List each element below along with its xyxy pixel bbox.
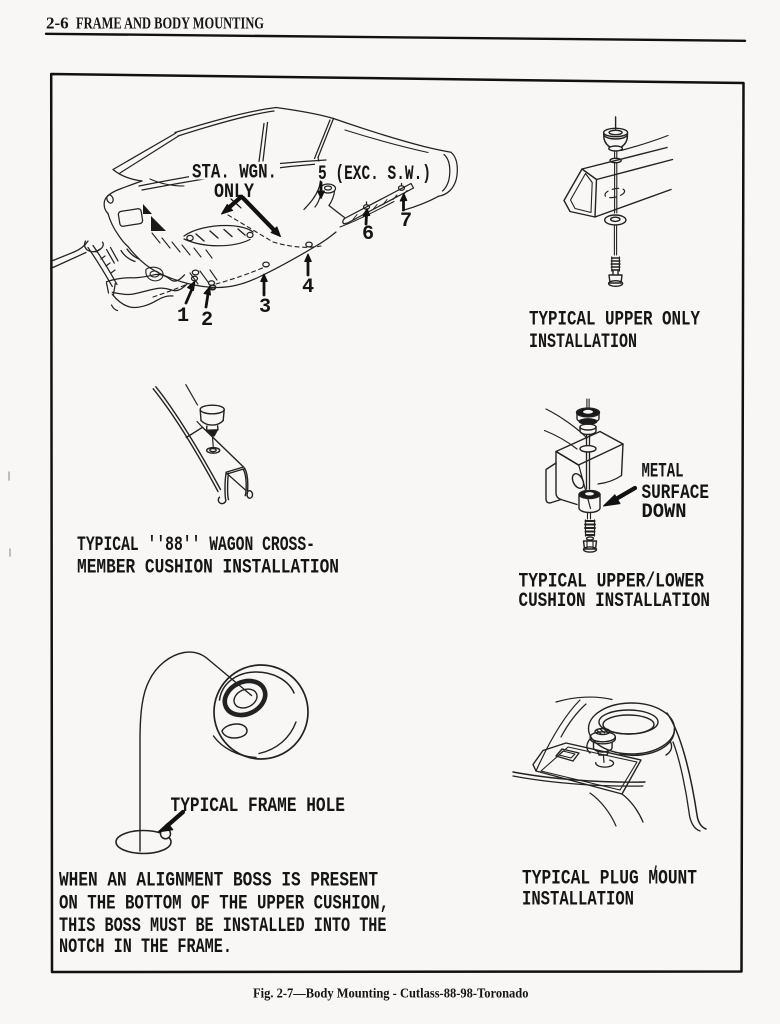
svg-text:SURFACE: SURFACE [642,482,710,505]
svg-text:ON THE BOTTOM OF THE UPPER CUS: ON THE BOTTOM OF THE UPPER CUSHION, [59,893,389,916]
svg-text:2: 2 [201,309,213,332]
svg-text:DOWN: DOWN [642,501,687,524]
svg-text:NOTCH IN THE FRAME.: NOTCH IN THE FRAME. [59,936,232,959]
svg-text:5 (EXC. S.W.): 5 (EXC. S.W.) [318,163,431,186]
svg-text:2-6: 2-6 [46,14,69,33]
svg-text:6: 6 [362,223,374,246]
svg-text:FRAME AND BODY MOUNTING: FRAME AND BODY MOUNTING [76,14,264,33]
svg-text:METAL: METAL [642,461,684,484]
svg-text:INSTALLATION: INSTALLATION [529,331,637,354]
svg-text:1: 1 [177,305,189,328]
svg-text:Fig. 2-7—Body Mounting - Cutla: Fig. 2-7—Body Mounting - Cutlass-88-98-T… [253,986,529,1001]
svg-text:TYPICAL UPPER/LOWER: TYPICAL UPPER/LOWER [519,571,705,594]
svg-text:TYPICAL FRAME HOLE: TYPICAL FRAME HOLE [171,795,346,818]
svg-text:3: 3 [259,296,271,319]
svg-text:TYPICAL UPPER ONLY: TYPICAL UPPER ONLY [529,309,701,332]
svg-text:TYPICAL ''88'' WAGON CROSS-: TYPICAL ''88'' WAGON CROSS- [77,534,315,557]
svg-text:7: 7 [400,210,412,233]
svg-text:INSTALLATION: INSTALLATION [522,889,634,912]
svg-text:4: 4 [302,276,314,299]
svg-text:STA. WGN.: STA. WGN. [192,162,277,185]
svg-text:CUSHION INSTALLATION: CUSHION INSTALLATION [519,590,711,613]
svg-text:TYPICAL PLUG MOUNT: TYPICAL PLUG MOUNT [522,868,697,891]
svg-text:MEMBER CUSHION INSTALLATION: MEMBER CUSHION INSTALLATION [77,557,339,580]
svg-text:WHEN AN ALIGNMENT BOSS IS PRES: WHEN AN ALIGNMENT BOSS IS PRESENT [59,870,378,893]
svg-text:THIS BOSS MUST BE INSTALLED IN: THIS BOSS MUST BE INSTALLED INTO THE [59,915,387,938]
